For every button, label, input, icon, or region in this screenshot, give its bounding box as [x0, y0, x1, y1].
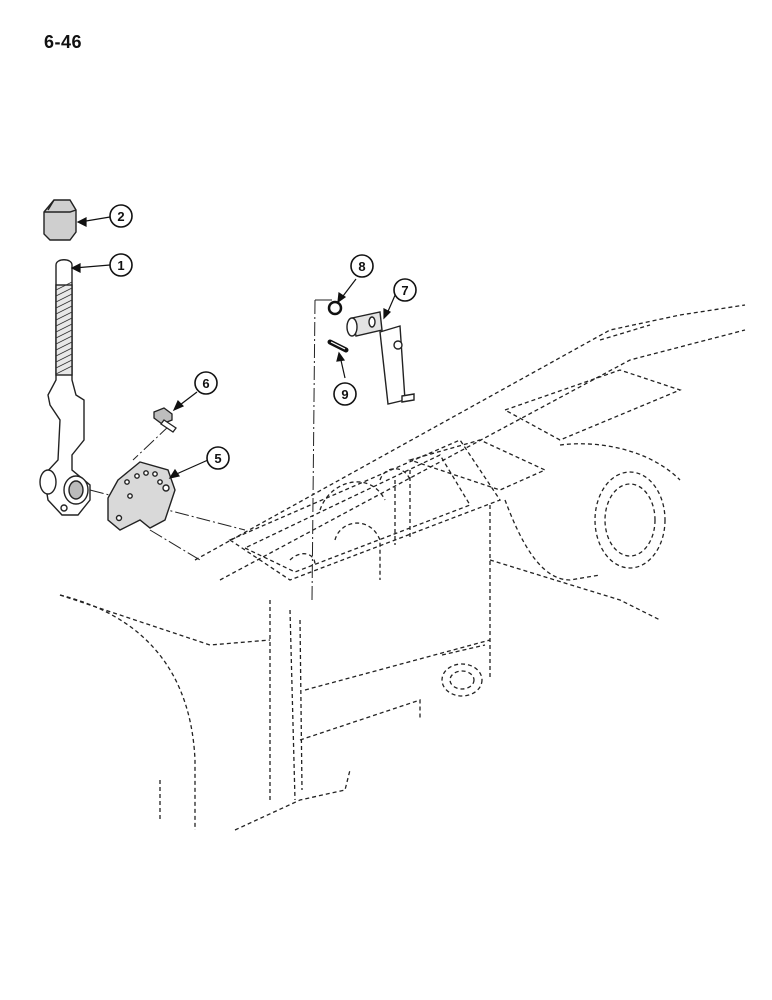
shift-shaft-arm [346, 311, 415, 405]
roll-pin [327, 339, 349, 353]
snap-ring [327, 300, 343, 316]
callout-9: 9 [333, 382, 357, 406]
transmission-housing-outline [59, 304, 746, 831]
callout-2-label: 2 [117, 209, 124, 224]
assembly-center-lines [89, 299, 316, 601]
gate-plate [107, 461, 176, 531]
callout-1-label: 1 [117, 258, 124, 273]
bolt [153, 407, 177, 433]
callout-leaders [70, 216, 397, 479]
callout-9-label: 9 [341, 387, 348, 402]
page-number: 6-46 [44, 32, 83, 52]
callout-2: 2 [109, 204, 133, 228]
lever-knob [43, 199, 77, 241]
callout-6-label: 6 [202, 376, 209, 391]
callout-8: 8 [350, 254, 374, 278]
callout-6: 6 [194, 371, 218, 395]
callout-7-label: 7 [401, 283, 408, 298]
callout-1: 1 [109, 253, 133, 277]
callout-5: 5 [206, 446, 230, 470]
callout-5-label: 5 [214, 451, 221, 466]
shift-lever [39, 259, 91, 516]
callout-7: 7 [393, 278, 417, 302]
callout-8-label: 8 [358, 259, 365, 274]
